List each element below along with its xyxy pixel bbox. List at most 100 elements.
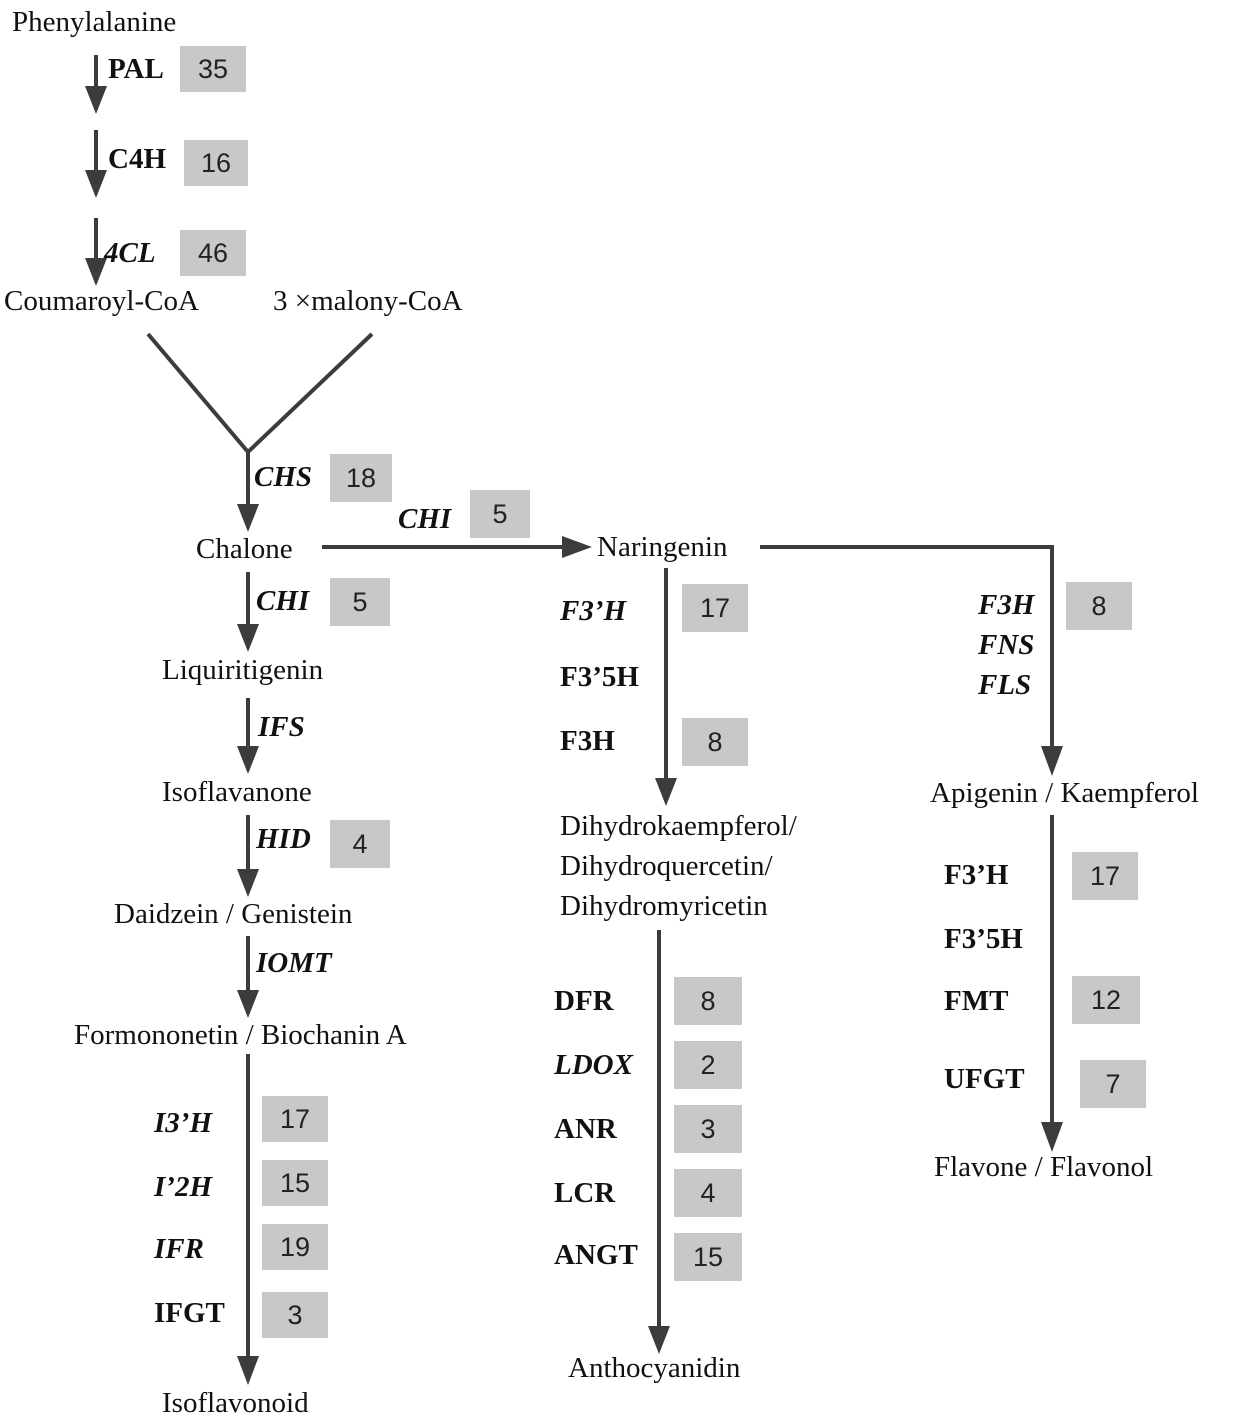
enzyme-i3h: I3’H [153,1107,213,1139]
enzyme-chi-horizontal: CHI [398,503,453,535]
enzyme-chs: CHS [254,461,312,493]
count-boxes [180,46,1146,1338]
compound-chalone: Chalone [196,533,293,565]
enzyme-fns: FNS [977,629,1034,661]
enzyme-fls: FLS [977,669,1031,701]
compound-formononetin-biochanin: Formononetin / Biochanin A [74,1019,407,1051]
arrowhead-c4h [85,170,107,198]
count-box-ifr [262,1224,328,1270]
enzyme-ifs: IFS [257,711,305,743]
compound-anthocyanidin: Anthocyanidin [568,1352,741,1384]
count-ifgt: 3 [287,1300,302,1330]
count-box-anr [674,1105,742,1153]
enzyme-f3h-mid-a: F3’H [559,595,628,627]
count-angt: 15 [693,1242,723,1272]
compound-malonyl-coa: 3 ×malony-CoA [273,285,463,317]
arrowhead-4cl [85,258,107,286]
compound-dihydroquercetin: Dihydroquercetin/ [560,850,774,882]
enzyme-lcr: LCR [554,1177,616,1209]
count-box-ifgt [262,1292,328,1338]
count-box-ufgt [1080,1060,1146,1108]
enzyme-ufgt: UFGT [944,1063,1025,1095]
enzyme-dfr: DFR [554,985,615,1017]
arrowhead-flavone [1041,1122,1063,1152]
count-f3h-mid-b: 8 [707,727,722,757]
count-ifr: 19 [280,1232,310,1262]
pathway-arrows [85,55,1063,1385]
arrowhead-chi-horizontal [562,536,592,558]
compound-daidzein-genistein: Daidzein / Genistein [114,898,353,930]
count-box-lcr [674,1169,742,1217]
compound-flavone-flavonol: Flavone / Flavonol [934,1151,1153,1183]
count-anr: 3 [700,1114,715,1144]
count-c4h: 16 [201,148,231,178]
compound-dihydrokaempferol: Dihydrokaempferol/ [560,810,798,842]
compound-labels: Phenylalanine Coumaroyl-CoA 3 ×malony-Co… [4,6,1199,1419]
count-values: 35 16 46 18 5 5 4 17 15 19 3 17 8 8 2 3 … [198,54,1121,1330]
enzyme-f3h-mid-b: F3H [560,725,615,757]
arrowhead-iomt [237,990,259,1018]
compound-liquiritigenin: Liquiritigenin [162,654,324,686]
count-dfr: 8 [700,986,715,1016]
enzyme-fmt: FMT [944,985,1008,1017]
count-4cl: 46 [198,238,228,268]
count-box-f3h-mid-a [682,584,748,632]
compound-naringenin: Naringenin [597,531,728,563]
count-box-4cl [180,230,246,276]
count-box-chi-horizontal [470,490,530,538]
count-fmt: 12 [1091,985,1121,1015]
arrow-naringenin-right [760,545,1054,752]
count-box-f3h-mid-b [682,718,748,766]
arrowhead-anthocyanidin [648,1326,670,1354]
count-chi-vertical: 5 [352,587,367,617]
count-f3h-right: 8 [1091,591,1106,621]
count-pal: 35 [198,54,228,84]
enzyme-c4h: C4H [108,143,166,175]
count-hid: 4 [352,829,367,859]
arrowhead-hid [237,869,259,897]
merge-lines [146,332,374,455]
enzyme-ldox: LDOX [553,1049,634,1081]
enzyme-anr: ANR [554,1113,618,1145]
enzyme-angt: ANGT [554,1239,638,1271]
arrowhead-chs [237,504,259,532]
count-i3h: 17 [280,1104,310,1134]
enzyme-ifgt: IFGT [154,1297,225,1329]
compound-phenylalanine: Phenylalanine [12,6,176,38]
enzyme-i2h: I’2H [153,1171,213,1203]
compound-coumaroyl-coa: Coumaroyl-CoA [4,285,199,317]
enzyme-f3h-right: F3H [977,589,1036,621]
arrowhead-pal [85,86,107,114]
arrowhead-naringenin-down [655,778,677,806]
arrowhead-isoflavonoid [237,1356,259,1385]
count-lcr: 4 [700,1178,715,1208]
count-chs: 18 [346,463,376,493]
enzyme-labels: PAL C4H 4CL CHS CHI CHI IFS HID IOMT I3’… [103,53,1036,1329]
arrowhead-ifs [237,746,259,774]
count-box-chs [330,454,392,502]
enzyme-ifr: IFR [153,1233,204,1265]
enzyme-f3h-right-2: F3’H [944,859,1009,891]
compound-isoflavonoid: Isoflavonoid [162,1387,309,1419]
compound-dihydromyricetin: Dihydromyricetin [560,890,768,922]
count-f3h-mid-a: 17 [700,593,730,623]
enzyme-chi-vertical: CHI [256,585,311,617]
enzyme-4cl: 4CL [103,237,156,269]
enzyme-iomt: IOMT [255,947,333,979]
count-box-i3h [262,1096,328,1142]
enzyme-pal: PAL [108,53,164,85]
count-box-ldox [674,1041,742,1089]
count-box-fmt [1072,976,1140,1024]
count-box-c4h [184,140,248,186]
compound-isoflavanone: Isoflavanone [162,776,312,808]
compound-apigenin-kaempferol: Apigenin / Kaempferol [930,777,1199,809]
enzyme-f35h-right: F3’5H [944,923,1023,955]
count-box-f3h-right [1066,582,1132,630]
arrowhead-naringenin-right [1041,746,1063,776]
count-box-angt [674,1233,742,1281]
count-box-f3h-right-2 [1072,852,1138,900]
count-box-hid [330,820,390,868]
count-i2h: 15 [280,1168,310,1198]
count-box-dfr [674,977,742,1025]
